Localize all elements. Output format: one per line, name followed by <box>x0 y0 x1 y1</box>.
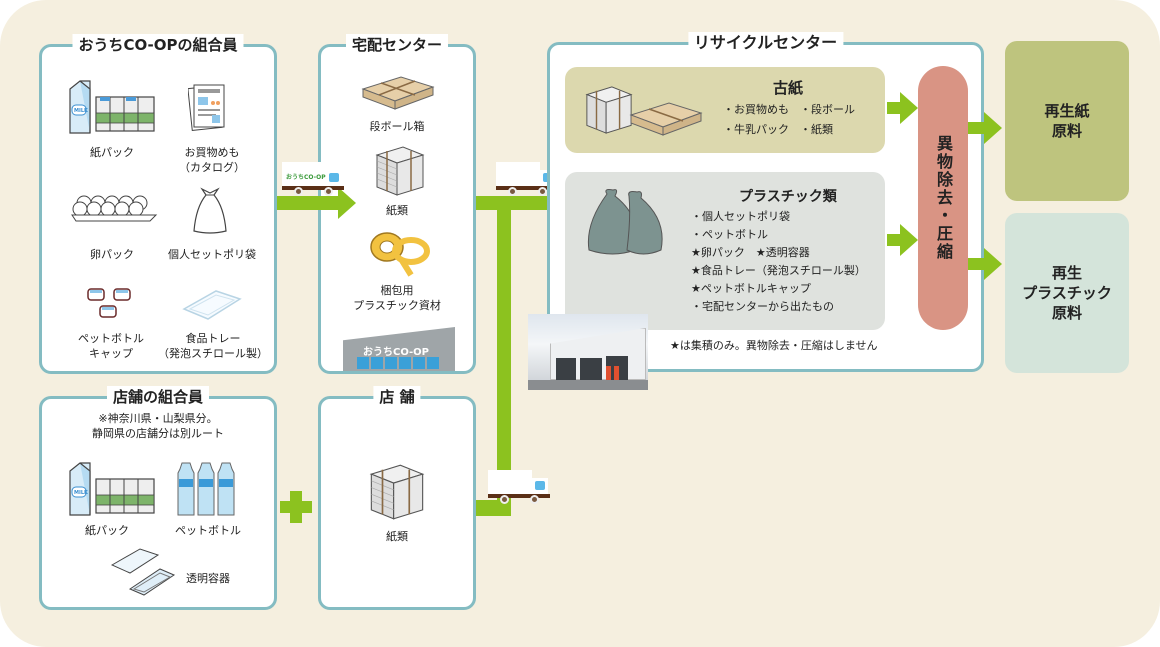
waste-paper-title: 古紙 <box>773 79 804 97</box>
store-paper-label: 紙類 <box>386 530 408 543</box>
paper-bundle-icon <box>369 464 425 520</box>
packing-tape-label: 梱包用 プラスチック資材 <box>353 284 441 312</box>
svg-text:MILK: MILK <box>74 108 89 114</box>
recycled-paper-label: 再生紙 原料 <box>1044 102 1090 140</box>
bottle-cap-label: ペットボトル キャップ <box>78 332 144 360</box>
store-members-title: 店舗の組合員 <box>106 386 210 408</box>
flow-line-home-to-center <box>277 196 339 210</box>
egg-carton-icon <box>71 195 158 222</box>
home-members-box: おうちCO-OPの組合員 MILK 紙パック お買物めも （カタログ） <box>39 34 277 374</box>
milk-carton-icon: MILK <box>69 462 155 516</box>
home-members-title: おうちCO-OPの組合員 <box>72 34 244 56</box>
milk-carton-icon: MILK <box>69 80 155 134</box>
store-water-bottle-label: ペットボトル <box>175 524 241 537</box>
recycled-plastic-label: 再生 プラスチック 原料 <box>1022 264 1112 322</box>
cardboard-label: 段ボール箱 <box>369 120 425 133</box>
recycle-center-photo <box>528 314 648 390</box>
waste-paper-panel: 古紙 ・お買物めも ・段ボール ・牛乳パック ・紙類 <box>565 67 885 153</box>
plastic-line-6: ・宅配センターから出たもの <box>691 300 834 313</box>
truck-logo: おうちCO-OP <box>286 174 326 181</box>
paper-bundle-icon <box>375 146 425 196</box>
paper-bundle-icon <box>585 86 633 134</box>
egg-carton-label: 卵パック <box>90 248 134 261</box>
flow-arrow-home-to-center <box>338 187 356 219</box>
flow-arrow-paper-to-process <box>900 92 918 124</box>
clear-container-icon <box>110 548 176 596</box>
store-members-note: ※神奈川県・山梨県分。 静岡県の店舗分は別ルート <box>92 412 224 440</box>
catalog-icon <box>188 84 225 132</box>
delivery-truck-store <box>488 470 550 506</box>
food-tray-label: 食品トレー （発泡スチロール製） <box>158 332 268 360</box>
flow-arrow-to-recycled-paper <box>984 112 1002 144</box>
flow-line-to-recycled-plastic <box>968 258 986 270</box>
waste-paper-line-1: ・お買物めも ・段ボール <box>723 103 855 116</box>
plastic-title: プラスチック類 <box>739 189 837 205</box>
cardboard-bundle-icon <box>361 76 435 110</box>
plastic-line-1: ・個人セットポリ袋 <box>691 210 790 223</box>
store-clear-container-label: 透明容器 <box>186 572 230 585</box>
plastic-bag-label: 個人セットポリ袋 <box>168 248 256 261</box>
bottle-cap-icon <box>87 288 131 318</box>
cardboard-bundle-icon <box>629 102 703 136</box>
plastic-line-2: ・ペットボトル <box>691 228 768 241</box>
store-box: 店 舗 紙類 <box>318 386 476 610</box>
catalog-label: お買物めも （カタログ） <box>179 146 245 174</box>
flow-line-paper-to-process <box>887 102 903 114</box>
delivery-center-building: おうちCO-OP <box>343 327 455 371</box>
delivery-center-title: 宅配センター <box>345 34 449 56</box>
paper-label: 紙類 <box>386 204 408 217</box>
building-sign: おうちCO-OP <box>363 347 430 358</box>
plastic-panel: プラスチック類 ・個人セットポリ袋 ・ペットボトル ★卵パック ★透明容器 ★食… <box>565 172 885 330</box>
recycled-plastic-material: 再生 プラスチック 原料 <box>1005 213 1129 373</box>
flow-arrow-to-recycled-plastic <box>984 248 1002 280</box>
flow-line-store-horizontal <box>476 500 511 516</box>
store-members-box: 店舗の組合員 ※神奈川県・山梨県分。 静岡県の店舗分は別ルート MILK 紙パッ… <box>39 386 277 610</box>
delivery-truck-coop: おうちCO-OP <box>282 162 344 198</box>
flow-line-to-recycled-paper <box>968 122 986 134</box>
flow-line-store-vertical <box>497 196 511 516</box>
food-tray-icon <box>182 290 242 320</box>
plastic-bag-icon <box>193 187 227 234</box>
plus-sign-horizontal <box>280 501 312 513</box>
garbage-bags-icon <box>587 189 663 255</box>
svg-text:MILK: MILK <box>74 490 89 496</box>
recycled-paper-material: 再生紙 原料 <box>1005 41 1129 201</box>
flow-line-plastic-to-process <box>887 234 903 246</box>
building-windows <box>357 357 441 369</box>
water-bottle-icon <box>177 462 235 516</box>
flow-arrow-plastic-to-process <box>900 224 918 256</box>
plastic-line-4: ★食品トレー（発泡スチロール製） <box>691 264 866 277</box>
plastic-line-5: ★ペットボトルキャップ <box>691 282 811 295</box>
flow-line-center-to-recycle <box>476 196 552 210</box>
store-milk-carton-label: 紙パック <box>85 524 129 537</box>
recycle-footnote: ★は集積のみ。異物除去・圧縮はしません <box>670 339 878 352</box>
process-label: 異物除去・圧縮 <box>934 135 953 261</box>
waste-paper-line-2: ・牛乳パック ・紙類 <box>723 123 833 136</box>
recycle-center-title: リサイクルセンター <box>687 32 844 54</box>
milk-carton-label: 紙パック <box>90 146 134 159</box>
foreign-matter-removal-compression: 異物除去・圧縮 <box>918 66 968 330</box>
store-title: 店 舗 <box>373 386 421 408</box>
packing-tape-icon <box>370 232 430 277</box>
plastic-line-3: ★卵パック ★透明容器 <box>691 246 810 259</box>
